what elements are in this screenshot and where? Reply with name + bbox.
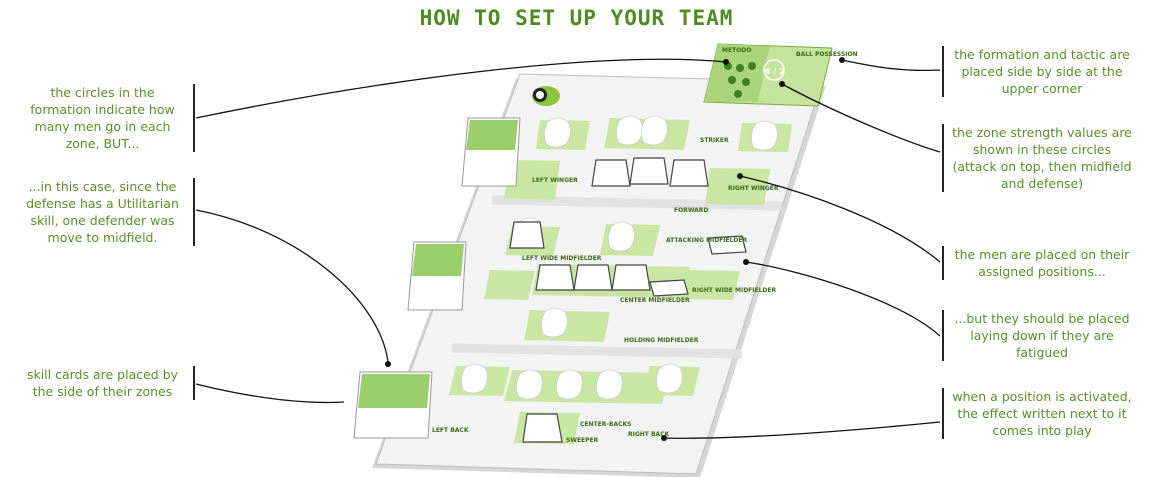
skill-card-defense xyxy=(353,371,433,439)
fatigued-men xyxy=(649,235,747,297)
label-attacking-midfielder: ATTACKING MIDFIELDER xyxy=(666,237,748,244)
skill-card-midfield xyxy=(407,241,467,311)
label-left-back: LEFT BACK xyxy=(432,427,469,434)
leader-line-activated xyxy=(663,421,941,439)
leader-dot xyxy=(779,81,785,87)
leader-dot xyxy=(661,435,667,441)
label-right-wide-midfielder: RIGHT WIDE MIDFIELDER xyxy=(692,287,777,294)
label-holding-midfielder: HOLDING MIDFIELDER xyxy=(624,337,699,344)
label-center-backs: CENTER-BACKS xyxy=(580,421,631,428)
formation-circle xyxy=(734,90,742,98)
formation-circle xyxy=(736,64,744,72)
skill-card-attack xyxy=(461,117,521,187)
formation-circle xyxy=(728,76,736,84)
caption-formation: the formation and tactic are placed side… xyxy=(942,46,1132,97)
zone-strength-circle xyxy=(763,59,785,81)
leader-line-formation xyxy=(841,59,941,72)
caption-fatigued: ...but they should be placed laying down… xyxy=(942,310,1132,361)
label-center-midfielder: CENTER MIDFIELDER xyxy=(620,297,690,304)
zone-divider-attack xyxy=(491,195,783,211)
caption-circles: the circles in the formation indicate ho… xyxy=(20,84,195,152)
label-forward: FORWARD xyxy=(674,207,708,214)
caption-activated: when a position is activated, the effect… xyxy=(942,388,1132,439)
caption-men: the men are placed on their assigned pos… xyxy=(942,246,1132,280)
formation-circle xyxy=(748,62,756,70)
leader-dot xyxy=(737,173,743,179)
standing-men xyxy=(509,157,709,443)
leader-line-defense xyxy=(195,209,389,363)
label-right-winger: RIGHT WINGER xyxy=(728,185,779,192)
leader-line-skillcards xyxy=(195,383,345,404)
formation-circle xyxy=(742,78,750,86)
zone-divider-defense xyxy=(451,343,743,359)
caption-skillcards: skill cards are placed by the side of th… xyxy=(20,366,195,400)
zone-values: 6 / 2 xyxy=(765,67,785,76)
label-sweeper: SWEEPER xyxy=(566,437,599,444)
label-right-back: RIGHT BACK xyxy=(628,431,670,438)
leader-dot xyxy=(743,259,749,265)
caption-zone: the zone strength values are shown in th… xyxy=(942,124,1132,192)
formation-tactic-cards: METODO BALL POSSESSION 6 / 2 xyxy=(703,43,858,107)
leader-line-zone xyxy=(781,83,941,153)
caption-defense: ...in this case, since the defense has a… xyxy=(20,178,195,246)
leader-line-fatigued xyxy=(745,261,941,337)
leader-dot xyxy=(723,59,729,65)
leader-line-men xyxy=(739,175,941,263)
label-left-winger: LEFT WINGER xyxy=(532,177,578,184)
label-left-wide-midfielder: LEFT WIDE MIDFIELDER xyxy=(522,255,602,262)
team-logo-icon xyxy=(532,86,560,106)
label-striker: STRIKER xyxy=(700,137,729,144)
leader-dot xyxy=(839,57,845,63)
leader-line-circles xyxy=(195,58,727,119)
page-title: HOW TO SET UP YOUR TEAM xyxy=(419,6,734,30)
formation-card-title: METODO xyxy=(722,47,751,54)
tactic-card-title: BALL POSSESSION xyxy=(796,51,858,58)
leader-dot xyxy=(385,361,391,367)
